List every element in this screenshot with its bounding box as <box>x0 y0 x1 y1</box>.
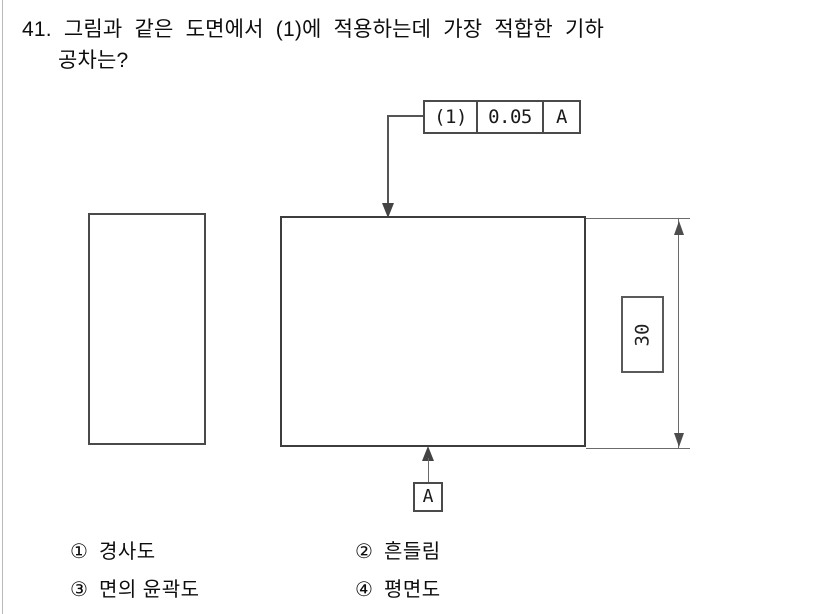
fcf-symbol-cell: (1) <box>425 102 478 132</box>
leader-horizontal-segment <box>387 115 423 117</box>
option-3[interactable]: ③ 면의 윤곽도 <box>70 576 200 604</box>
options-row-1: ① 경사도 ② 흔들림 <box>70 538 770 576</box>
feature-control-frame: (1) 0.05 A <box>423 100 581 134</box>
leader-arrowhead <box>382 203 394 218</box>
option-4[interactable]: ④ 평면도 <box>355 576 441 604</box>
option-3-marker: ③ <box>70 579 88 601</box>
datum-feature-box: A <box>413 482 443 512</box>
datum-leader-line <box>428 458 429 484</box>
option-3-label: 면의 윤곽도 <box>98 579 200 601</box>
option-2-marker: ② <box>355 541 373 563</box>
answer-options: ① 경사도 ② 흔들림 ③ 면의 윤곽도 ④ 평면도 <box>70 538 770 614</box>
leader-vertical-segment <box>387 115 389 205</box>
option-2-label: 흔들림 <box>383 541 441 563</box>
option-4-marker: ④ <box>355 579 373 601</box>
question-line-2: 공차는? <box>58 49 129 72</box>
dimension-value-text: 30 <box>631 323 653 346</box>
option-4-label: 평면도 <box>383 579 441 601</box>
question-block: 41. 그림과 같은 도면에서 (1)에 적용하는데 가장 적합한 기하 공차는… <box>22 14 782 76</box>
option-1-label: 경사도 <box>98 541 156 563</box>
options-row-2: ③ 면의 윤곽도 ④ 평면도 <box>70 576 770 614</box>
fcf-tolerance-cell: 0.05 <box>478 102 544 132</box>
dimension-arrow-top <box>674 221 684 235</box>
main-rectangle <box>280 216 586 447</box>
left-rectangle <box>88 213 206 445</box>
dimension-extension-line-top <box>586 218 690 219</box>
option-1-marker: ① <box>70 541 88 563</box>
datum-triangle <box>422 446 434 461</box>
question-line-1: 41. 그림과 같은 도면에서 (1)에 적용하는데 가장 적합한 기하 <box>22 18 605 41</box>
option-1[interactable]: ① 경사도 <box>70 538 156 566</box>
dimension-arrow-bottom <box>674 433 684 447</box>
option-2[interactable]: ② 흔들림 <box>355 538 441 566</box>
dimension-extension-line-bottom <box>586 448 690 449</box>
datum-feature-letter: A <box>422 486 434 507</box>
dimension-value-box: 30 <box>621 296 664 373</box>
page-left-border <box>2 0 3 614</box>
dimension-line <box>678 219 679 449</box>
fcf-datum-cell: A <box>556 105 567 128</box>
